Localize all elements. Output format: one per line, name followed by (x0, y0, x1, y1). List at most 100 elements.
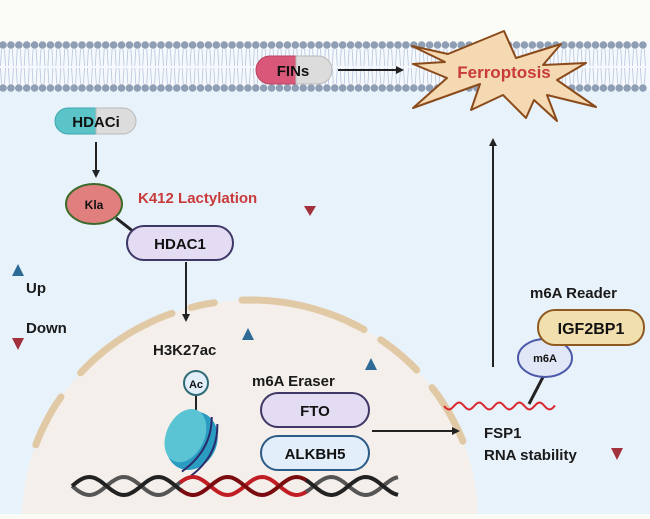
lipid-head (315, 41, 323, 49)
lipid-head (599, 84, 608, 92)
legend-down-arrow (12, 313, 24, 350)
lipid-head (62, 84, 70, 92)
lipid-head (362, 84, 371, 92)
lipid-head (14, 41, 23, 49)
lipid-head (402, 41, 410, 49)
igf2bp1-protein: IGF2BP1 (537, 309, 645, 346)
lipid-head (599, 41, 608, 49)
lipid-head (370, 84, 379, 92)
dna-strand (178, 474, 310, 498)
reader-title: m6A Reader (530, 285, 617, 302)
envelope-segment (77, 309, 176, 377)
lipid-head (607, 41, 616, 49)
lipid-head (346, 41, 355, 49)
lipid-head (0, 84, 7, 92)
lipid-head (188, 84, 197, 92)
lipid-head (228, 41, 236, 49)
lipid-head (560, 41, 568, 49)
lipid-head (46, 84, 55, 92)
kla-badge: Kla (65, 183, 123, 225)
lipid-head (252, 41, 260, 49)
lipid-head (299, 41, 308, 49)
lipid-head (252, 84, 260, 92)
ferroptosis-starburst: Ferroptosis (411, 30, 597, 122)
lipid-head (394, 41, 402, 49)
lipid-head (196, 84, 205, 92)
lipid-head (204, 41, 213, 49)
lipid-head (299, 84, 308, 92)
envelope-segment (377, 336, 421, 374)
hdaci-capsule: HDACi (54, 107, 137, 135)
lipid-head (212, 41, 221, 49)
hdac1-protein: HDAC1 (126, 225, 234, 261)
lipid-head (54, 84, 63, 92)
lipid-head (94, 84, 102, 92)
lipid-head (441, 41, 450, 49)
lipid-head (46, 41, 55, 49)
lipid-head (236, 84, 244, 92)
lipid-head (315, 84, 323, 92)
lipid-head (346, 84, 355, 92)
lipid-head (410, 84, 418, 92)
lipid-head (133, 84, 142, 92)
dna-helix (70, 474, 399, 498)
lipid-head (417, 84, 426, 92)
lipid-head (425, 41, 434, 49)
lipid-head (291, 84, 300, 92)
lipid-head (283, 41, 292, 49)
lipid-head (631, 84, 639, 92)
lipid-head (338, 41, 347, 49)
lipid-head (615, 41, 623, 49)
lipid-head (623, 41, 631, 49)
lipid-head (583, 84, 592, 92)
lipid-head (117, 41, 126, 49)
legend-up-arrow (12, 264, 24, 302)
lipid-head (283, 84, 292, 92)
rna-stability-label: RNA stability (484, 447, 577, 464)
lipid-head (109, 84, 118, 92)
lipid-head (575, 41, 584, 49)
lipid-head (30, 41, 39, 49)
acetyl-badge: Ac (183, 370, 209, 396)
lipid-head (323, 41, 331, 49)
lipid-head (639, 41, 647, 49)
eraser-title: m6A Eraser (252, 373, 335, 390)
k412-lactylation-label: K412 Lactylation (138, 190, 257, 207)
envelope-segment (238, 296, 368, 333)
lipid-head (536, 41, 544, 49)
extracellular-space (0, 0, 650, 40)
lipid-head (157, 41, 165, 49)
dna-strand (304, 474, 399, 498)
lipid-head (394, 84, 402, 92)
svg-text:Kla: Kla (85, 198, 104, 212)
lipid-head (402, 84, 410, 92)
lipid-head (607, 84, 616, 92)
lipid-head (86, 41, 94, 49)
lipid-head (7, 41, 15, 49)
svg-text:m6A: m6A (533, 353, 557, 365)
lactylation-down-arrow (304, 180, 316, 216)
hdaci-label: HDACi (72, 114, 120, 131)
nuclear-envelope (32, 296, 467, 449)
lipid-head (212, 84, 221, 92)
lipid-head (14, 84, 23, 92)
lipid-head (568, 41, 576, 49)
lipid-head (173, 41, 181, 49)
lipid-head (157, 84, 165, 92)
fsp1-mrna (443, 401, 556, 411)
lipid-head (165, 84, 173, 92)
fsp1-label: FSP1 (484, 425, 522, 442)
legend-up-label: Up (26, 280, 46, 297)
lipid-head (331, 41, 339, 49)
lipid-head (528, 41, 537, 49)
lipid-head (623, 84, 631, 92)
lipid-head (38, 41, 47, 49)
eraser-up-arrow (365, 358, 377, 396)
lipid-head (520, 41, 529, 49)
lipid-head (615, 84, 623, 92)
lipid-head (591, 84, 600, 92)
lipid-head (291, 41, 300, 49)
lipid-head (70, 84, 78, 92)
lipid-head (259, 84, 268, 92)
